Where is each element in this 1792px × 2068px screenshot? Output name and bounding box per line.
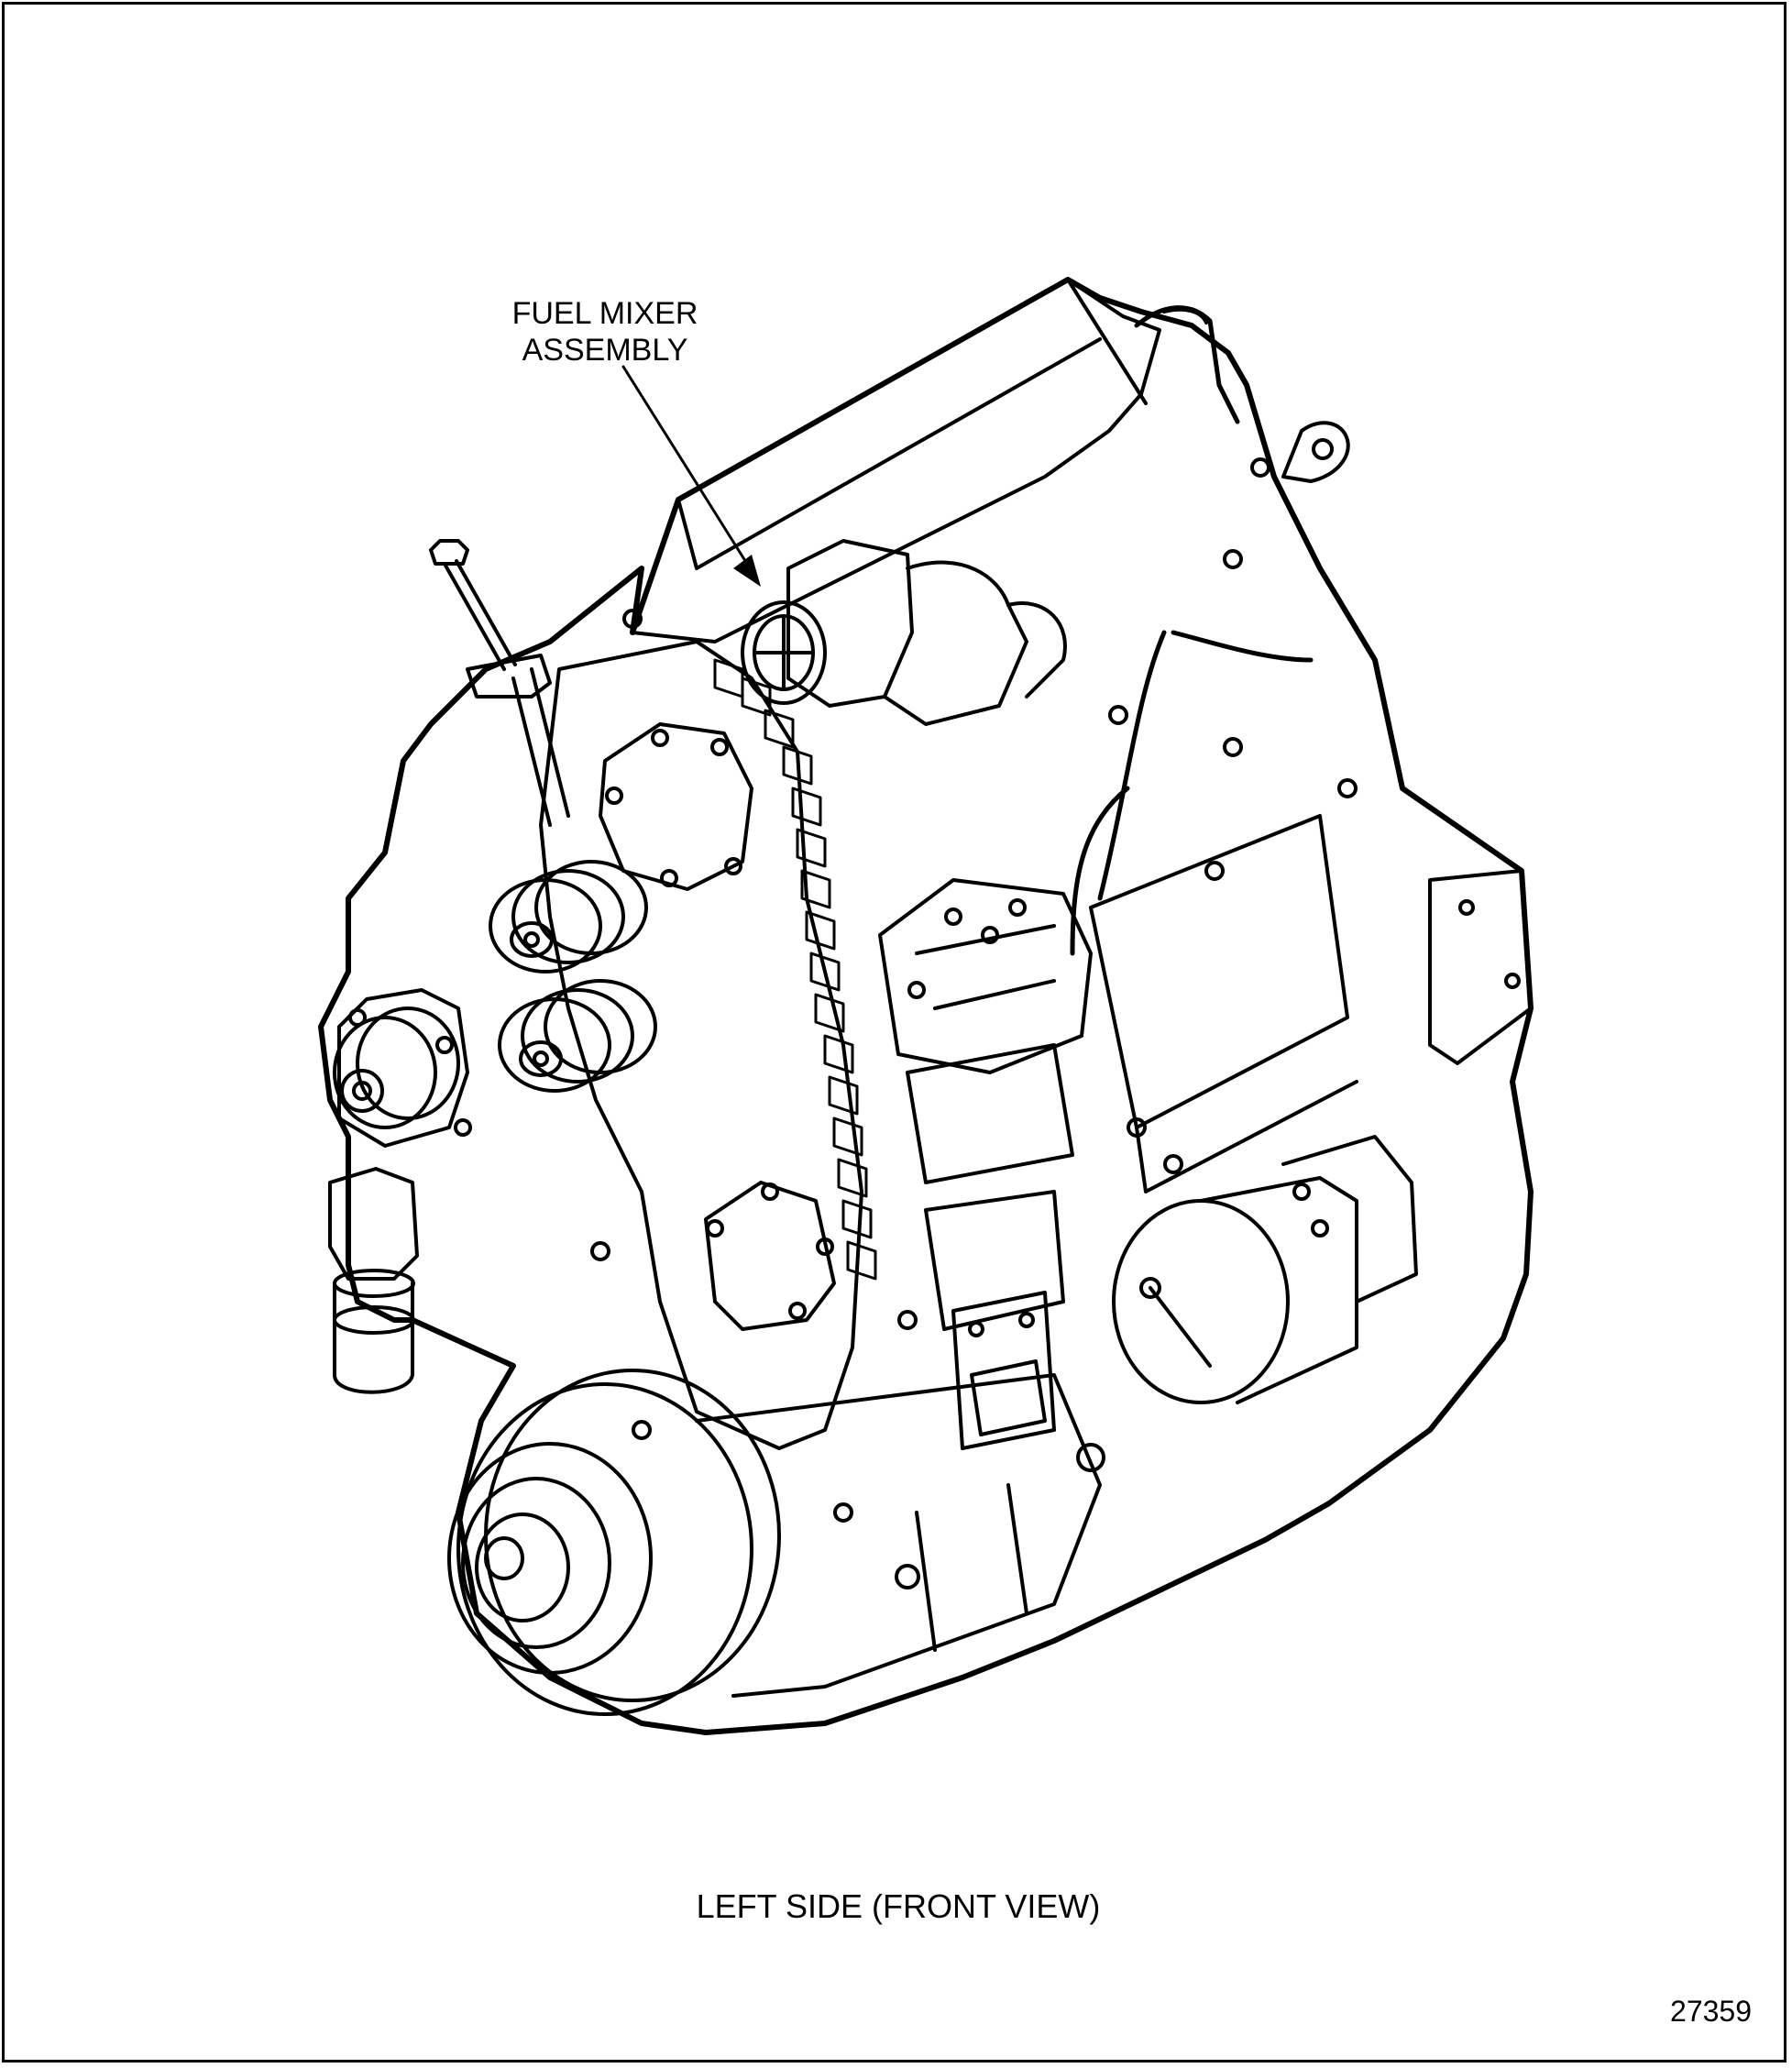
callout-label: FUEL MIXER ASSEMBLY xyxy=(422,295,788,368)
control-module xyxy=(951,1291,1056,1450)
wiring-harness xyxy=(1070,630,1314,956)
crankshaft-pulley xyxy=(447,1369,781,1716)
dipstick xyxy=(429,539,570,827)
figure-number: 27359 xyxy=(1670,1995,1752,2028)
block-side-panel xyxy=(1089,778,1358,1194)
gear-cover xyxy=(539,640,863,1450)
oil-filter xyxy=(328,1167,419,1394)
fuel-mixer-assembly xyxy=(741,539,1067,726)
callout-leader xyxy=(621,365,761,587)
cover-plate xyxy=(599,722,753,891)
callout-line-1: FUEL MIXER xyxy=(511,296,698,331)
flywheel-housing xyxy=(1428,869,1533,1065)
water-pump-pulley xyxy=(333,988,472,1148)
air-compressor xyxy=(878,878,1093,1331)
oil-pan xyxy=(695,1373,1105,1698)
idler-pulley-upper xyxy=(489,860,648,974)
gear-teeth xyxy=(713,658,877,1281)
figure-caption: LEFT SIDE (FRONT VIEW) xyxy=(696,1887,1101,1925)
callout-line-2: ASSEMBLY xyxy=(522,333,688,368)
starter-motor xyxy=(1112,1135,1418,1404)
idler-pulley-lower xyxy=(498,979,657,1093)
lifting-eye xyxy=(1281,421,1350,483)
engine-outline xyxy=(318,277,1534,1735)
valve-cover xyxy=(631,278,1161,644)
front-plate-lower xyxy=(704,1181,836,1331)
bolts xyxy=(590,457,1270,1523)
